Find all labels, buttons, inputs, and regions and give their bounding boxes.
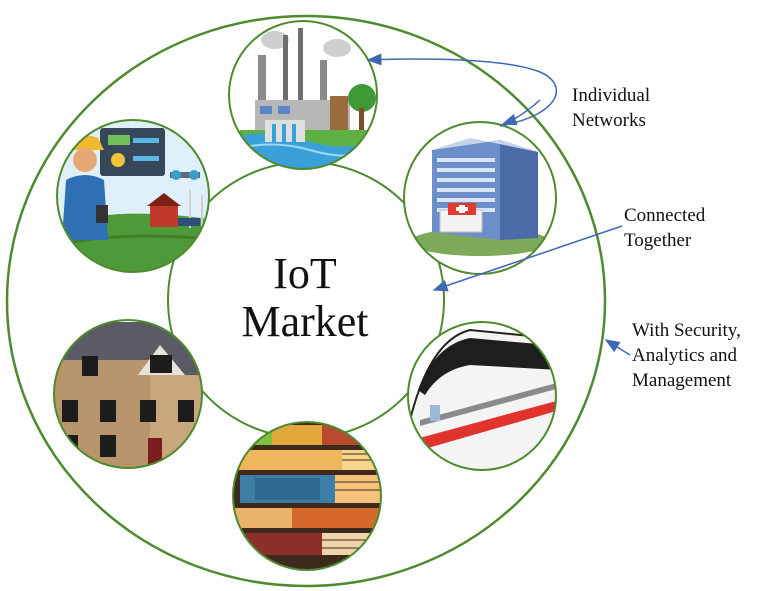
agriculture-node: [56, 119, 210, 273]
center-title-line2: Market: [241, 297, 369, 346]
annotation-individual-line1: Individual: [572, 85, 651, 106]
outer-ring: [5, 14, 607, 588]
annotation-security-line3: Management: [632, 370, 732, 391]
annotation-security-analytics: With Security, Analytics and Management: [632, 318, 741, 393]
center-title-line1: IoT: [273, 249, 337, 298]
hospital-building-icon: [410, 138, 550, 256]
energy-plant-node: [228, 20, 378, 170]
security-arrow: [604, 339, 631, 356]
books-node: [232, 421, 382, 571]
house-node: [53, 319, 203, 469]
annotation-individual-line2: Networks: [572, 110, 646, 131]
annotation-security-line1: With Security,: [632, 320, 741, 341]
annotation-connected-line2: Together: [624, 230, 692, 251]
annotation-connected-together: Connected Together: [624, 203, 705, 253]
individual-networks-arrow-head2: [501, 99, 541, 126]
connected-together-arrow: [432, 225, 623, 292]
annotation-individual-networks: Individual Networks: [572, 83, 650, 133]
individual-networks-arrow: [366, 53, 558, 127]
train-icon: [408, 328, 556, 470]
annotation-connected-line1: Connected: [624, 205, 706, 226]
hospital-node: [403, 121, 557, 275]
annotation-security-line2: Analytics and: [632, 345, 738, 366]
train-node: [407, 321, 557, 471]
